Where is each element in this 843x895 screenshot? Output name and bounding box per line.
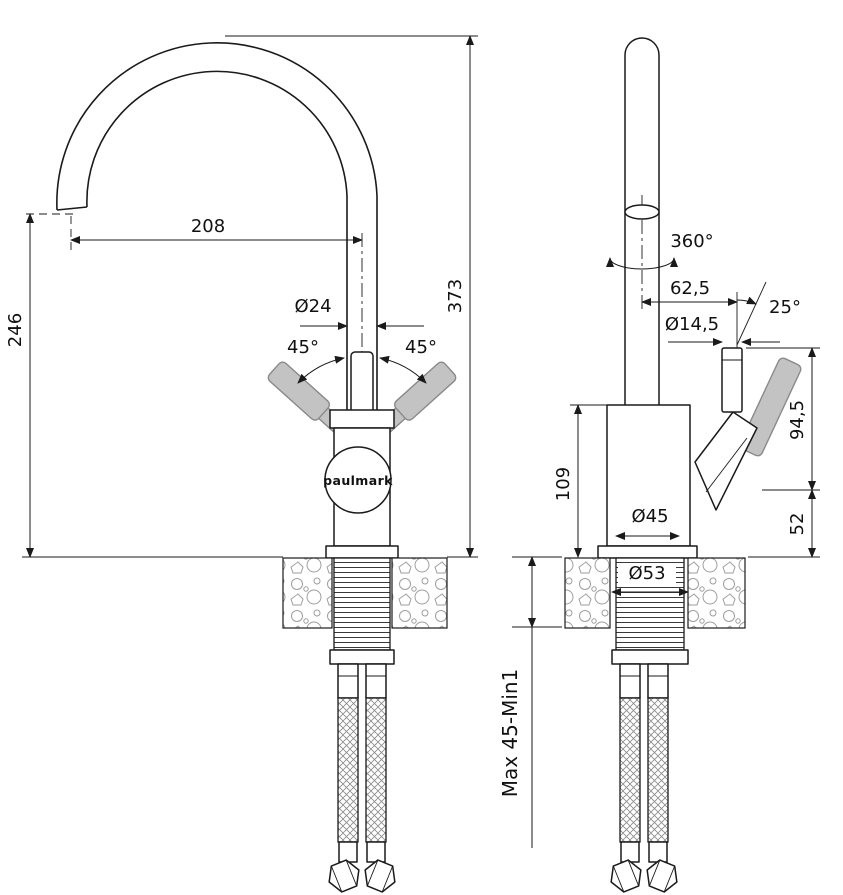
front-counter-right (391, 557, 448, 629)
front-hose-fitting-right (365, 663, 387, 699)
front-total-height-label: 373 (445, 279, 466, 313)
side-handle-tilt-label: 25° (769, 297, 801, 318)
front-spout-outer (56, 42, 378, 412)
side-handle-joint (694, 411, 758, 511)
side-swivel-section (624, 204, 660, 220)
side-body (606, 404, 691, 547)
side-hose-end-left (620, 841, 640, 863)
side-handle-stem (721, 347, 743, 413)
side-handle-section-label: 94,5 (787, 400, 808, 440)
front-hose-end-right (366, 841, 386, 863)
side-base-diameter-label: Ø45 (631, 506, 668, 527)
side-view (564, 37, 802, 893)
front-hex-nut-left (328, 859, 360, 893)
side-handle-offset-label: 62,5 (670, 278, 710, 299)
front-locknut (329, 649, 395, 665)
front-spout-outlet-cap (56, 206, 88, 211)
front-view: paulmark (26, 42, 457, 893)
front-swing-left-label: 45° (287, 337, 319, 358)
front-swing-arc-right (379, 355, 427, 384)
front-brand-medallion (324, 446, 392, 514)
front-spout-inner (86, 70, 348, 412)
side-counter-right (687, 557, 746, 629)
front-spout-reach-label: 208 (191, 216, 225, 237)
side-lower-height-label: 52 (787, 513, 808, 536)
front-body-collar (329, 409, 395, 429)
side-hex-nut-right (646, 859, 678, 893)
side-hole-diameter-label: Ø53 (628, 563, 665, 584)
side-hex-nut-left (610, 859, 642, 893)
side-swivel-label: 360° (670, 231, 713, 252)
side-hose-right (647, 697, 669, 843)
side-dimensions: 360° 62,5 25° Ø14,5 94,5 52 109 Ø45 Ø53 (498, 231, 820, 848)
side-mount-thickness-label: Max 45-Min1 (498, 669, 522, 798)
side-counter-left (564, 557, 611, 629)
front-threaded-shank (333, 557, 391, 651)
side-hose-fitting-left (619, 663, 641, 699)
front-swing-arc-left (297, 355, 345, 384)
front-hose-right (365, 697, 387, 843)
front-swing-right-label: 45° (405, 337, 437, 358)
side-base-flange (597, 545, 698, 559)
front-hose-end-left (338, 841, 358, 863)
front-pipe-diameter-label: Ø24 (294, 296, 331, 317)
side-stem-diameter-label: Ø14,5 (665, 314, 719, 335)
front-counter-left (282, 557, 333, 629)
front-hose-fitting-left (337, 663, 359, 699)
front-hex-nut-right (364, 859, 396, 893)
side-hose-end-right (648, 841, 668, 863)
front-spout-height-label: 246 (5, 313, 26, 347)
front-lever (350, 351, 374, 415)
front-base-flange (325, 545, 399, 559)
side-hose-fitting-right (647, 663, 669, 699)
brand-logo-text: paulmark (323, 473, 393, 488)
side-rotation-arrow (606, 257, 678, 270)
side-locknut (611, 649, 689, 665)
front-dimensions: 208 373 246 Ø24 45° 45° (5, 35, 478, 558)
side-body-height-label: 109 (553, 467, 574, 501)
front-hose-left (337, 697, 359, 843)
side-hose-left (619, 697, 641, 843)
